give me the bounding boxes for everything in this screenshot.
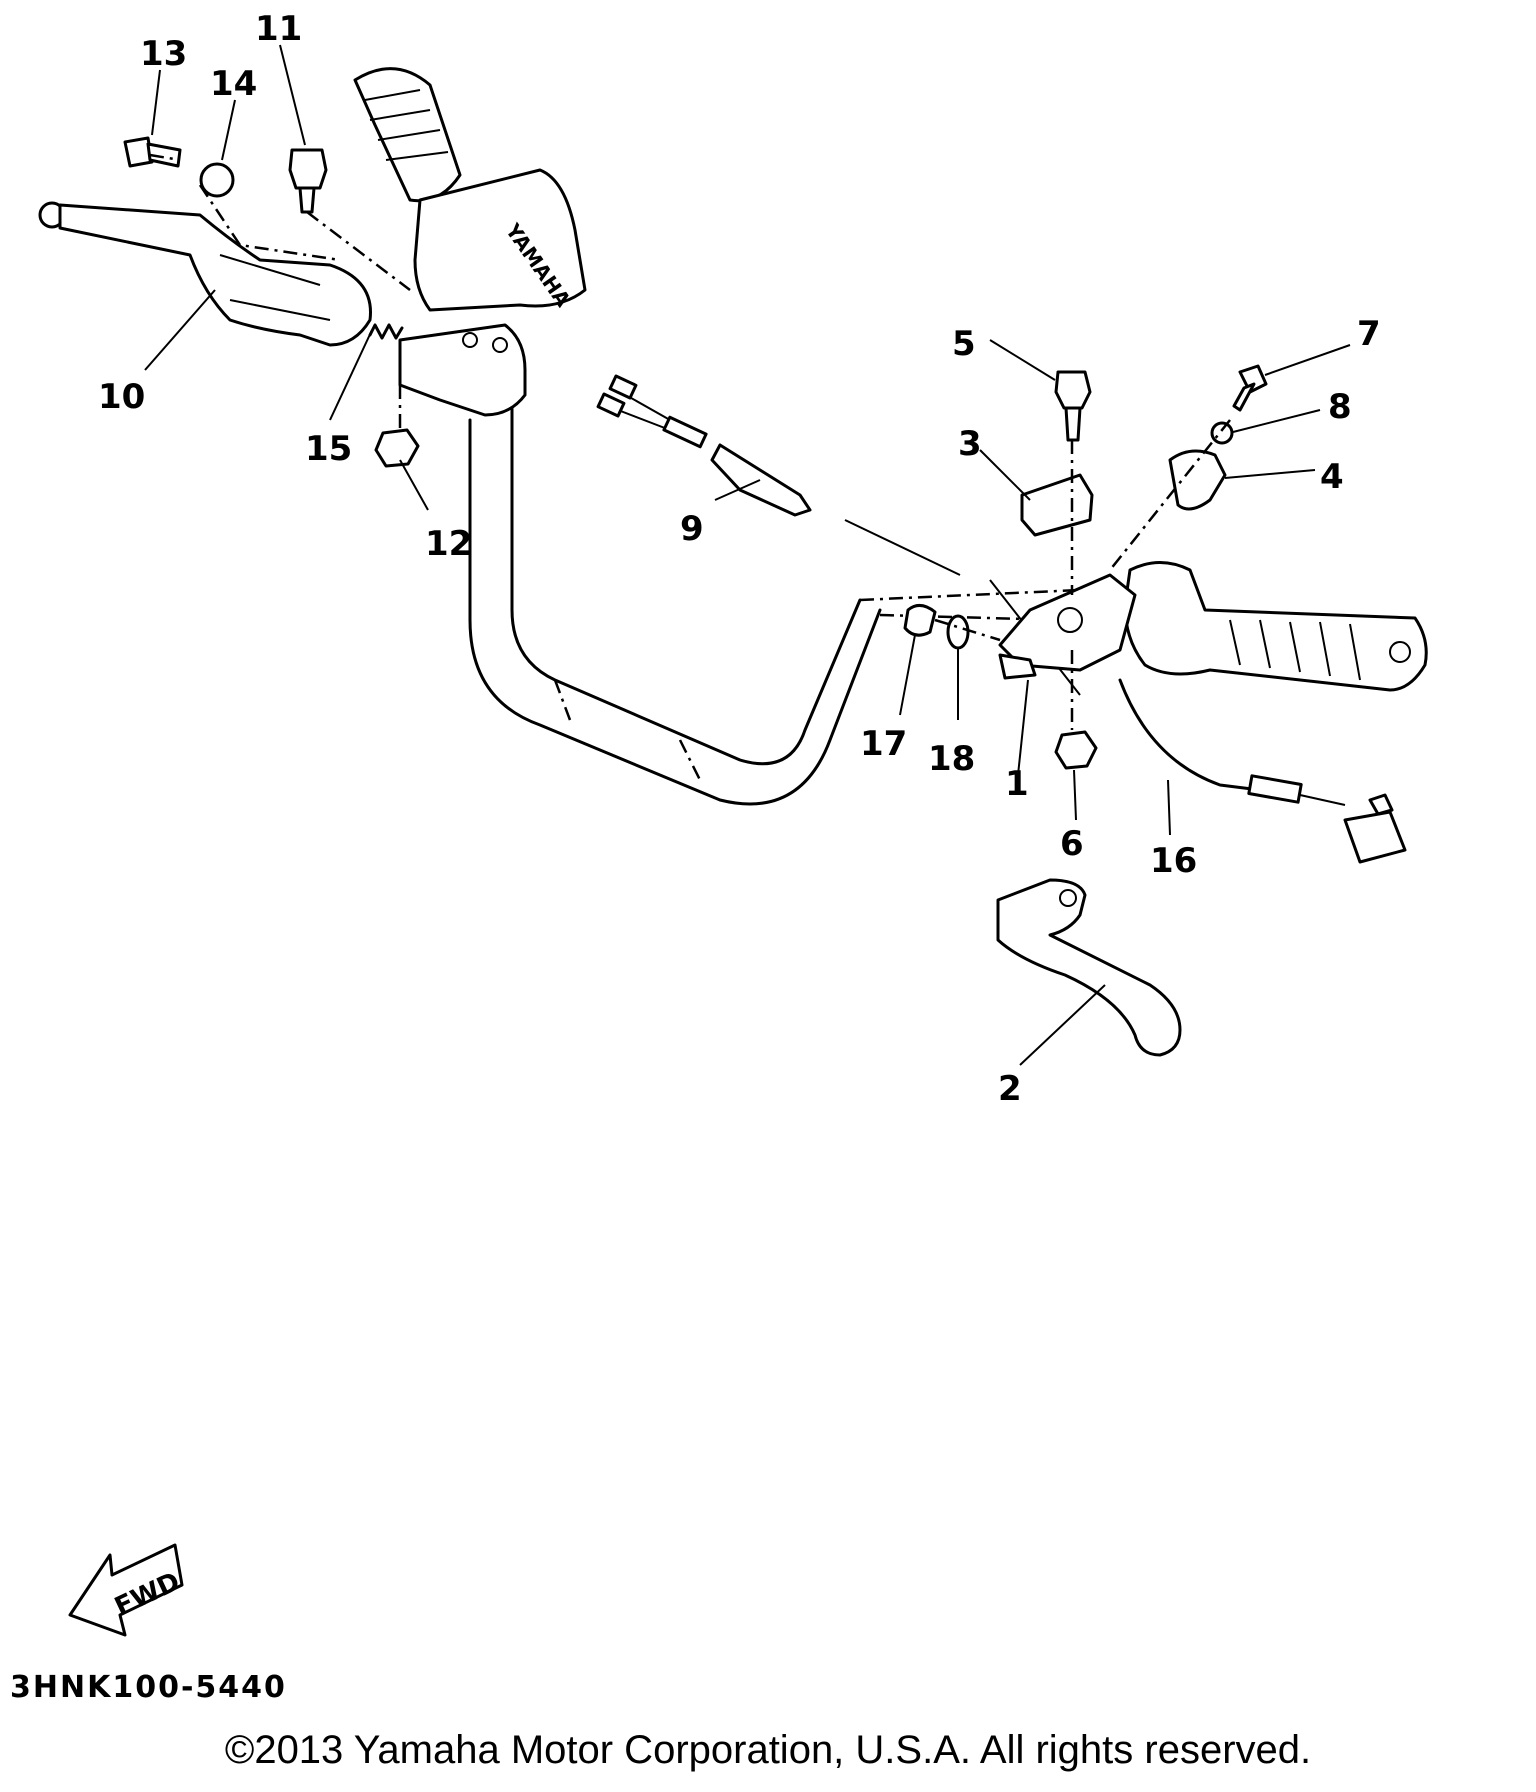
fwd-arrow-icon: FWD bbox=[68, 1543, 185, 1637]
part-6-nut bbox=[1054, 730, 1098, 770]
right-lever-holder bbox=[998, 573, 1137, 672]
part-14-washer bbox=[199, 162, 235, 198]
leader-lines bbox=[144, 44, 1351, 1066]
callout-9: 9 bbox=[680, 509, 704, 549]
catalog-code: 3HNK100-5440 bbox=[10, 1670, 287, 1705]
callout-2: 2 bbox=[998, 1069, 1022, 1109]
callout-5: 5 bbox=[952, 324, 976, 364]
part-16-switch-lead bbox=[1118, 678, 1407, 864]
part-1-pin bbox=[998, 653, 1037, 680]
callout-18: 18 bbox=[928, 739, 975, 779]
callouts: 1 2 3 4 5 6 7 8 9 10 11 12 13 14 15 16 1… bbox=[98, 9, 1381, 1109]
left-switch-housing: YAMAHA bbox=[413, 168, 587, 312]
callout-13: 13 bbox=[140, 34, 187, 74]
callout-15: 15 bbox=[305, 429, 352, 469]
callout-12: 12 bbox=[425, 524, 472, 564]
part-5-bolt bbox=[1054, 370, 1092, 442]
callout-14: 14 bbox=[210, 64, 257, 104]
left-lever-holder bbox=[398, 323, 527, 417]
part-13-bolt bbox=[123, 136, 182, 168]
part-17-clamp bbox=[903, 604, 937, 637]
part-2-right-lever bbox=[996, 878, 1182, 1057]
callout-4: 4 bbox=[1320, 457, 1344, 497]
part-12-nut bbox=[374, 428, 420, 468]
part-8-washer bbox=[1210, 421, 1234, 445]
callout-11: 11 bbox=[255, 9, 302, 49]
callout-6: 6 bbox=[1060, 824, 1084, 864]
copyright-notice: ©2013 Yamaha Motor Corporation, U.S.A. A… bbox=[224, 1728, 1312, 1772]
part-9-cable bbox=[596, 374, 1081, 696]
handlebar bbox=[468, 393, 1081, 806]
callout-16: 16 bbox=[1150, 841, 1197, 881]
part-3-block bbox=[1020, 473, 1094, 537]
callout-7: 7 bbox=[1357, 314, 1381, 354]
part-7-screw bbox=[1232, 364, 1268, 412]
part-10-left-lever bbox=[38, 201, 372, 347]
callout-8: 8 bbox=[1328, 387, 1352, 427]
left-grip bbox=[353, 67, 462, 203]
part-18-ring bbox=[946, 614, 970, 650]
callout-17: 17 bbox=[860, 724, 907, 764]
assembly-lines bbox=[149, 153, 1231, 730]
part-4-clamp bbox=[1168, 449, 1227, 511]
part-15-spring bbox=[368, 323, 404, 340]
callout-1: 1 bbox=[1005, 764, 1029, 804]
right-grip bbox=[1123, 561, 1428, 692]
callout-10: 10 bbox=[98, 377, 145, 417]
part-11-bolt bbox=[288, 148, 328, 214]
callout-3: 3 bbox=[958, 424, 982, 464]
